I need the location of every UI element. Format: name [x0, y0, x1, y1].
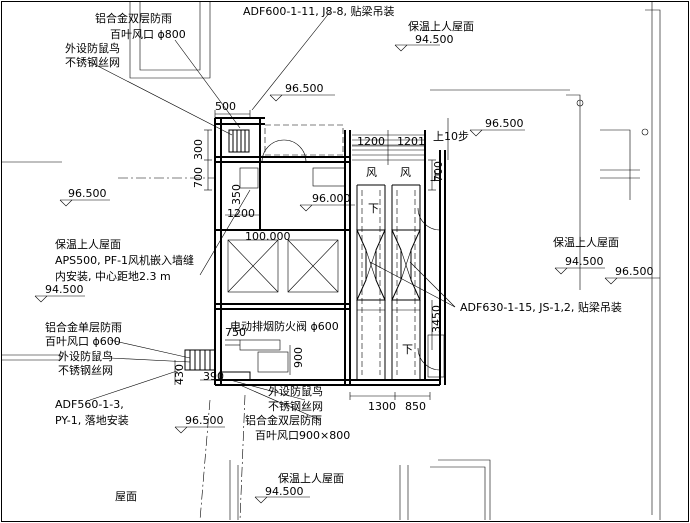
label-mesh-top-line2: 不锈钢丝网: [65, 56, 120, 69]
label-adf560-line1: ADF560-1-3,: [55, 398, 124, 411]
elev-96000: 96.000: [312, 192, 351, 205]
elev-9450-top: 94.500: [415, 33, 454, 46]
label-alu-single-louver-600-line2: 百叶风口 ϕ600: [45, 335, 121, 348]
elev-96500-left: 96.500: [68, 187, 107, 200]
room-walls: [214, 117, 446, 386]
elev-100000: 100.000: [245, 230, 291, 243]
label-mesh-left-line2: 不锈钢丝网: [58, 364, 113, 377]
stair-treads: [352, 130, 425, 165]
label-aps500-line2: 内安装, 中心距地2.3 m: [55, 269, 171, 283]
label-fan-b: 风: [400, 166, 411, 179]
boundary-lines: [118, 177, 246, 521]
label-alu-double-louver-900-line2: 百叶风口900×800: [255, 429, 350, 442]
roof-outlines: [2, 2, 661, 520]
label-alu-double-louver-900-line1: 铝合金双层防雨: [245, 413, 322, 427]
label-fire-damper: 电动排烟防火阀 ϕ600: [230, 319, 339, 333]
label-mesh-left-line1: 外设防鼠鸟: [58, 349, 113, 363]
duct-risers: [356, 184, 421, 380]
label-aps500-line1: APS500, PF-1风机嵌入墙缝: [55, 253, 194, 267]
label-down-a: 下: [368, 202, 379, 215]
dim-700: 700: [192, 167, 205, 188]
dimension-text: 500 700 300 350 1200 1200 1201 700 3450 …: [173, 100, 445, 413]
dimension-lines: [174, 110, 436, 400]
elev-9450-bottom: 94.500: [265, 485, 304, 498]
dim-430: 430: [173, 364, 186, 385]
label-up-10-steps: 上10步: [433, 130, 469, 143]
leader-lines: [89, 11, 456, 421]
label-insul-roof-bottom: 保温上人屋面: [278, 471, 344, 485]
label-mesh-top-line1: 外设防鼠鸟: [65, 41, 120, 55]
louvers: [184, 129, 251, 381]
elevation-markers: [34, 44, 660, 504]
label-insul-roof-right: 保温上人屋面: [553, 235, 619, 249]
dim-3450: 3450: [430, 305, 443, 333]
elev-96500-bottom: 96.500: [185, 414, 224, 427]
dim-1200-top: 1200: [357, 135, 385, 148]
dim-900: 900: [292, 347, 305, 368]
elev-9450-right: 94.500: [565, 255, 604, 268]
dim-1300: 1300: [368, 400, 396, 413]
elev-96500-a: 96.500: [285, 82, 324, 95]
dim-1200-left: 1200: [227, 207, 255, 220]
label-adf560-line2: PY-1, 落地安装: [55, 413, 129, 427]
label-alu-double-louver-800-line2: 百叶风口 ϕ800: [110, 28, 186, 41]
label-fan-a: 风: [366, 166, 377, 179]
label-up-mark: 上: [430, 170, 441, 183]
label-insul-roof-left: 保温上人屋面: [55, 237, 121, 251]
label-roof: 屋面: [115, 490, 137, 503]
dim-350: 350: [230, 184, 243, 205]
elev-96500-right: 96.500: [615, 265, 654, 278]
label-adf600: ADF600-1-11, J8-8, 贴梁吊装: [243, 4, 394, 18]
dim-500: 500: [215, 100, 236, 113]
dim-1201-top: 1201: [397, 135, 425, 148]
label-mesh-bottom-line1: 外设防鼠鸟: [268, 384, 323, 398]
elev-9450-left: 94.500: [45, 283, 84, 296]
dim-750: 750: [225, 326, 246, 339]
elev-96500-b: 96.500: [485, 117, 524, 130]
label-insul-roof-top: 保温上人屋面: [408, 19, 474, 33]
dim-300: 300: [192, 139, 205, 160]
dim-700-right: 700: [432, 161, 445, 182]
labels: 铝合金双层防雨 百叶风口 ϕ800 外设防鼠鸟 不锈钢丝网 ADF600-1-1…: [45, 4, 654, 503]
label-alu-single-louver-600-line1: 铝合金单层防雨: [45, 320, 122, 334]
label-down-b: 下: [402, 343, 413, 356]
label-alu-double-louver-800-line1: 铝合金双层防雨: [95, 11, 172, 25]
label-adf630: ADF630-1-15, JS-1,2, 贴梁吊装: [460, 300, 622, 314]
label-mesh-bottom-line2: 不锈钢丝网: [268, 400, 323, 413]
dim-850: 850: [405, 400, 426, 413]
room-details: [225, 124, 445, 378]
dim-390: 390: [203, 370, 224, 383]
